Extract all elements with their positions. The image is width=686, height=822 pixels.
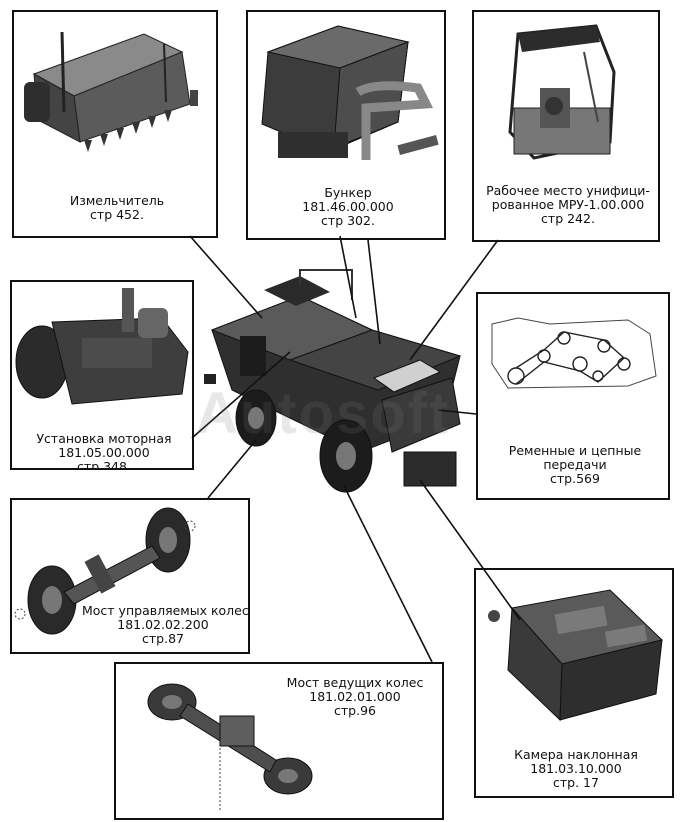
caption-line: рованное МРУ-1.00.000	[491, 197, 645, 212]
steer-axle-caption: Мост управляемых колес 181.02.02.200 стр…	[82, 603, 249, 646]
steer-axle-illustration	[14, 507, 196, 635]
panel-steer-axle[interactable]: Мост управляемых колес 181.02.02.200 стр…	[10, 498, 250, 654]
panel-shredder[interactable]: Измельчитель стр 452.	[12, 10, 218, 238]
caption-line: стр 242.	[541, 211, 595, 226]
bunker-illustration	[261, 25, 439, 160]
panel-feeder[interactable]: Камера наклонная 181.03.10.000 стр. 17	[474, 568, 674, 798]
caption-line: 181.02.01.000	[309, 689, 401, 704]
panel-cab[interactable]: Рабочее место унифици- рованное МРУ-1.00…	[472, 10, 660, 242]
caption-line: стр 452.	[90, 207, 144, 222]
engine-caption: Установка моторная 181.05.00.000 стр 348…	[12, 431, 192, 470]
caption-line: 181.05.00.000	[58, 445, 150, 460]
caption-line: передачи	[543, 457, 607, 472]
caption-line: Камера наклонная	[514, 747, 638, 762]
caption-line: стр 348.	[77, 459, 131, 470]
caption-line: стр. 17	[553, 775, 599, 790]
cab-caption: Рабочее место унифици- рованное МРУ-1.00…	[474, 183, 658, 226]
caption-line: 181.02.02.200	[117, 617, 209, 632]
belts-caption: Ременные и цепные передачи стр.569	[478, 443, 668, 486]
caption-line: 181.03.10.000	[530, 761, 622, 776]
caption-line: Установка моторная	[36, 431, 172, 446]
bunker-caption: Бункер 181.46.00.000 стр 302.	[248, 185, 444, 228]
feeder-caption: Камера наклонная 181.03.10.000 стр. 17	[476, 747, 672, 790]
panel-belts[interactable]: Ременные и цепные передачи стр.569	[476, 292, 670, 500]
caption-line: Измельчитель	[69, 193, 165, 208]
engine-illustration	[15, 288, 189, 405]
drive-axle-caption: Мост ведущих колес 181.02.01.000 стр.96	[266, 675, 442, 718]
caption-line: стр.96	[334, 703, 376, 718]
caption-line: Мост ведущих колес	[286, 675, 424, 690]
cab-illustration	[508, 24, 616, 160]
caption-line: 181.46.00.000	[302, 199, 394, 214]
panel-bunker[interactable]: Бункер 181.46.00.000 стр 302.	[246, 10, 446, 240]
drive-axle-illustration	[147, 683, 313, 810]
caption-line: Мост управляемых колес	[82, 603, 249, 618]
panel-drive-axle[interactable]: Мост ведущих колес 181.02.01.000 стр.96	[114, 662, 444, 820]
caption-line: Бункер	[324, 185, 372, 200]
shredder-illustration	[24, 31, 198, 152]
feeder-illustration	[488, 589, 664, 722]
caption-line: Рабочее место унифици-	[486, 183, 650, 198]
belts-illustration	[491, 317, 657, 389]
caption-line: стр.569	[550, 471, 600, 486]
shredder-caption: Измельчитель стр 452.	[14, 193, 216, 222]
panel-engine[interactable]: Установка моторная 181.05.00.000 стр 348…	[10, 280, 194, 470]
caption-line: стр 302.	[321, 213, 375, 228]
caption-line: Ременные и цепные	[508, 443, 642, 458]
caption-line: стр.87	[142, 631, 184, 646]
